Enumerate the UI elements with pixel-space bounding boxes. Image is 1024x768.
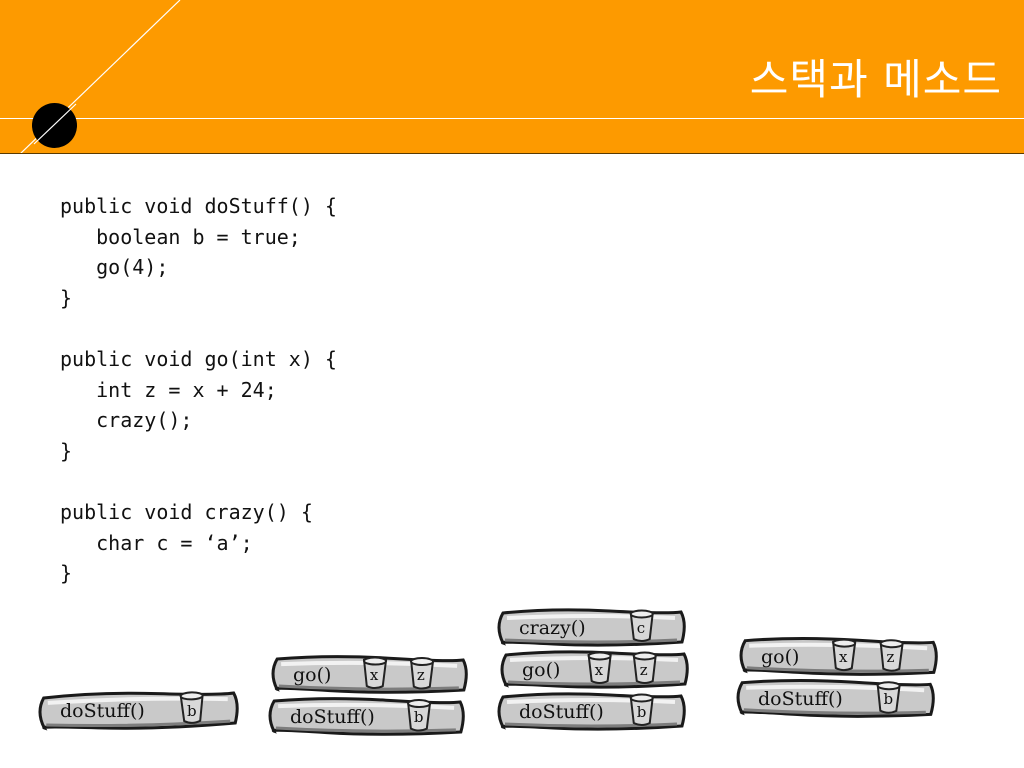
call-stack-diagrams (0, 600, 1024, 768)
variable-cup-rim (407, 699, 432, 709)
variable-cup-icon (409, 659, 435, 690)
stack-frame-shadow (504, 722, 678, 728)
stack-frame (739, 636, 938, 676)
variable-cup-rim (832, 638, 857, 648)
code-line: boolean b = true; (60, 224, 301, 249)
code-line: public void doStuff() { (60, 194, 337, 218)
variable-cup-rim (629, 609, 654, 619)
stack-frame (497, 608, 686, 647)
variable-cup-rim (410, 657, 435, 667)
variable-cup-icon (362, 658, 388, 690)
variable-cup-icon (879, 641, 904, 672)
variable-name: z (639, 661, 648, 679)
stack-frame (497, 692, 686, 731)
stack-frame-method: go() (293, 664, 332, 686)
stack-frame-method: go() (761, 646, 800, 668)
stack-frame (268, 697, 465, 736)
stack-frame-method: doStuff() (60, 700, 145, 722)
variable-cup-icon (832, 640, 857, 672)
variable-cup-icon (629, 696, 654, 726)
variable-name: b (636, 703, 647, 721)
variable-cup-icon (587, 654, 612, 684)
stack-frame (271, 655, 468, 694)
variable-cup-rim (179, 691, 204, 701)
code-line: go(4); (60, 255, 169, 280)
stack-frame-highlight (278, 702, 455, 710)
variable-name: x (594, 661, 604, 679)
variable-name: c (636, 619, 646, 637)
variable-cup-icon (876, 683, 901, 714)
variable-cup-rim (879, 639, 904, 649)
stack-frame-shadow (743, 708, 926, 715)
header-rule (0, 118, 1024, 119)
code-line: int z = x + 24; (60, 377, 277, 402)
stack-frame (38, 691, 239, 731)
stack-frame-shadow (746, 666, 929, 673)
code-line (60, 466, 337, 497)
variable-name: b (187, 702, 197, 720)
variable-cup-rim (632, 651, 657, 661)
stack-frame (736, 678, 935, 718)
variable-cup-rim (629, 693, 654, 703)
variable-name: x (838, 648, 848, 666)
header-circle-icon (32, 103, 77, 148)
stack-frame-method: doStuff() (519, 701, 604, 723)
stack-frame-method: doStuff() (290, 706, 375, 728)
stack-frame-method: crazy() (519, 617, 586, 639)
variable-cup-rim (363, 656, 388, 666)
slide-header: 스택과 메소드 (0, 0, 1024, 154)
code-line: char c = ‘a’; (60, 530, 253, 555)
stack-frame-method: doStuff() (758, 688, 843, 710)
stack-frame-shadow (278, 684, 459, 691)
stack-frame-shadow (504, 638, 678, 644)
code-line: } (60, 438, 73, 463)
code-line: crazy(); (60, 408, 193, 433)
code-line: } (60, 561, 73, 586)
variable-cup-icon (179, 693, 204, 724)
variable-cup-rim (587, 651, 612, 661)
stack-frame-highlight (47, 696, 228, 705)
stack-frame-method: go() (522, 659, 561, 681)
stack-frame-shadow (507, 680, 681, 686)
variable-cup-icon (406, 701, 432, 732)
variable-cup-icon (632, 654, 657, 684)
code-line: public void go(int x) { (60, 346, 337, 371)
code-line: public void crazy() { (60, 499, 313, 524)
variable-name: b (413, 708, 424, 726)
stack-frame-highlight (746, 684, 925, 693)
variable-name: z (886, 648, 895, 666)
variable-name: x (369, 666, 379, 684)
slide-title: 스택과 메소드 (749, 55, 1002, 104)
variable-name: z (416, 666, 425, 684)
code-line: } (60, 285, 73, 310)
stack-frame-highlight (506, 614, 676, 620)
code-block: public void doStuff() { boolean b = true… (60, 191, 337, 589)
stack-frame-shadow (275, 726, 456, 733)
variable-cup-icon (629, 612, 654, 642)
code-line (60, 313, 337, 344)
stack-frame-highlight (506, 698, 676, 704)
variable-name: b (883, 690, 894, 708)
stack-frame-shadow (46, 719, 231, 727)
stack-frame (500, 650, 689, 689)
variable-cup-rim (876, 681, 901, 691)
